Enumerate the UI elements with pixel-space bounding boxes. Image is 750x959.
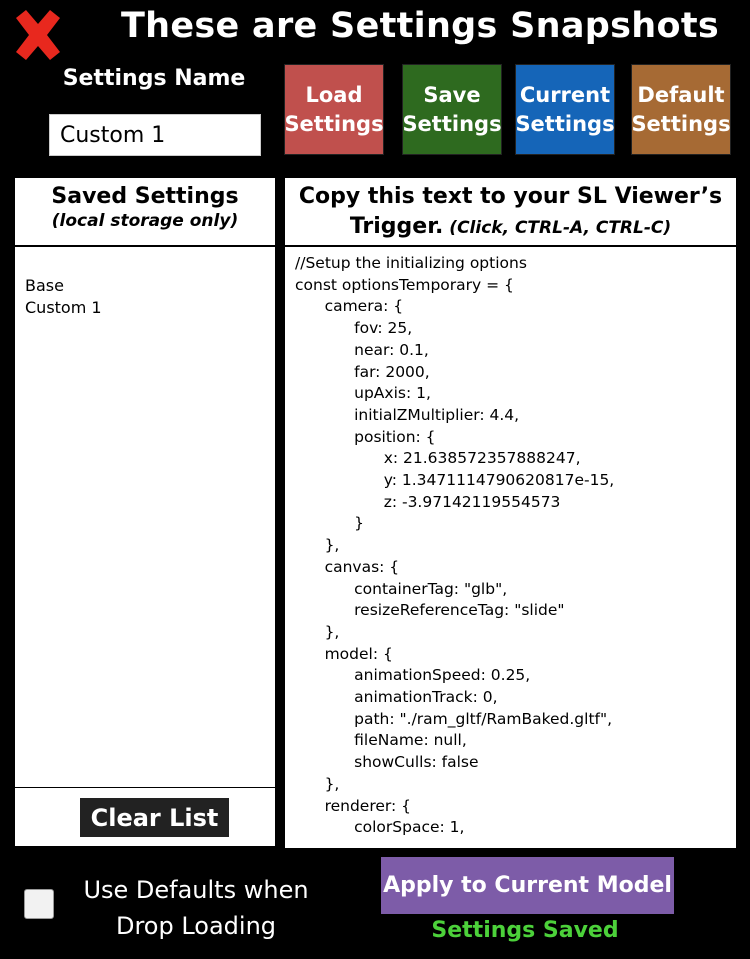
saved-settings-header: Saved Settings (local storage only) [15,178,275,245]
list-item[interactable]: Custom 1 [25,298,102,317]
settings-name-input[interactable] [49,114,261,156]
use-defaults-checkbox[interactable] [24,889,54,919]
copy-instructions-line2: Trigger. [349,214,444,239]
close-icon[interactable] [10,8,66,62]
save-settings-button[interactable]: Save Settings [402,64,502,155]
list-item[interactable]: Base [25,276,64,295]
saved-settings-title: Saved Settings [51,184,239,209]
load-settings-button[interactable]: Load Settings [284,64,384,155]
save-settings-label: Save Settings [402,82,502,136]
load-settings-label: Load Settings [284,82,384,136]
settings-code-textarea[interactable]: //Setup the initializing options const o… [285,246,736,848]
clear-list-area: Clear List [15,788,275,846]
page-title: These are Settings Snapshots [120,6,720,46]
copy-instructions-header: Copy this text to your SL Viewer’s Trigg… [285,178,736,245]
current-settings-label: Current Settings [515,82,615,136]
saved-settings-subtitle: (local storage only) [51,211,239,231]
settings-code-text: //Setup the initializing options const o… [295,254,615,837]
clear-list-button[interactable]: Clear List [80,798,229,837]
status-message: Settings Saved [431,918,619,943]
use-defaults-label: Use Defaults when Drop Loading [83,876,309,940]
apply-to-current-model-button[interactable]: Apply to Current Model [381,857,674,914]
saved-settings-list[interactable]: Base Custom 1 [15,246,275,787]
copy-instructions-line1: Copy this text to your SL Viewer’s [298,184,723,209]
default-settings-button[interactable]: Default Settings [631,64,731,155]
current-settings-button[interactable]: Current Settings [515,64,615,155]
default-settings-label: Default Settings [631,82,731,136]
settings-name-label: Settings Name [62,66,246,91]
copy-instructions-hint: (Click, CTRL-A, CTRL-C) [449,218,672,238]
